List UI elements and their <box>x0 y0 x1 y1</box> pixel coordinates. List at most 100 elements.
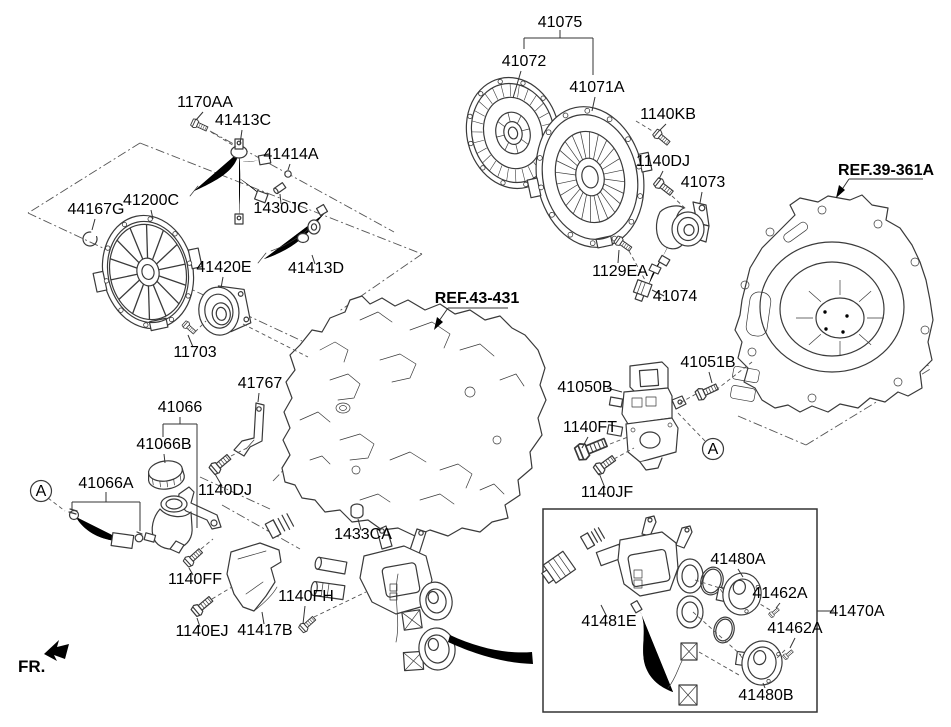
bolt-1140jf <box>591 452 618 477</box>
motor-connector-2 <box>402 650 425 672</box>
part-label-41200c: 41200C <box>123 192 179 209</box>
part-label-11703: 11703 <box>173 344 216 361</box>
part-label-1430jc: 1430JC <box>253 200 308 217</box>
clutch-tube <box>632 246 671 302</box>
reservoir-cap <box>147 460 185 490</box>
harness-connector-lower <box>678 684 698 706</box>
bolt-1140fh <box>297 614 318 635</box>
part-label-41481e: 41481E <box>581 613 636 630</box>
inset-bellows <box>579 527 605 550</box>
motor-41480a <box>715 572 762 616</box>
transaxle-case <box>281 295 547 537</box>
flywheel-bolt-ticks <box>796 280 884 356</box>
bolt-1140ff <box>181 546 205 569</box>
part-label-1140fh: 1140FH <box>278 588 334 605</box>
bolt-1140dj-2 <box>207 451 234 477</box>
part-label-41073: 41073 <box>681 174 726 191</box>
callout-a-right-label: A <box>708 441 719 458</box>
hose-clamp-2 <box>134 531 144 543</box>
part-label-1170aa: 1170AA <box>177 94 233 111</box>
callout-a-left: A <box>29 479 53 503</box>
release-cylinder <box>655 201 710 250</box>
inset-assembly <box>541 515 783 706</box>
label-leaders <box>71 30 923 689</box>
part-label-41072: 41072 <box>502 53 547 70</box>
part-label-1140kb: 1140KB <box>640 106 696 123</box>
part-labels: 41075 41072 41071A 1140KB 1140DJ 41073 R… <box>68 14 935 704</box>
clutch-cover-guard <box>226 542 282 612</box>
engine-bell-housing <box>730 194 934 413</box>
part-label-41417b: 41417B <box>237 622 292 639</box>
callout-a-left-label: A <box>36 483 47 500</box>
part-label-1140ff: 1140FF <box>168 571 222 588</box>
part-label-41470a: 41470A <box>829 603 884 620</box>
reservoir-tank <box>143 486 222 554</box>
part-label-41462a-2: 41462A <box>767 620 822 637</box>
part-label-1433ca: 1433CA <box>334 526 392 543</box>
part-label-41074: 41074 <box>653 288 698 305</box>
bolt-1140dj-1 <box>652 176 676 198</box>
hose-clamp <box>68 508 80 521</box>
part-label-1140ft: 1140FT <box>563 419 617 436</box>
gear-actuator-assembly <box>264 513 456 672</box>
part-label-1129ea: 1129EA <box>592 263 648 280</box>
front-direction-marker: FR. <box>18 640 69 676</box>
part-label-1140dj-2: 1140DJ <box>198 482 252 499</box>
select-cylinder <box>314 556 348 575</box>
callout-a-right: A <box>701 437 725 461</box>
motor-41480b <box>734 640 783 686</box>
part-label-41066a: 41066A <box>78 475 133 492</box>
dowel-plug <box>350 503 364 519</box>
front-direction-label: FR. <box>18 657 45 676</box>
front-direction-arrow-icon <box>44 640 69 661</box>
part-label-41050b: 41050B <box>557 379 612 396</box>
part-label-41066b: 41066B <box>136 436 191 453</box>
part-label-1140dj-1: 1140DJ <box>636 153 690 170</box>
shift-motor-lower <box>418 627 456 671</box>
bleed-connector <box>632 279 653 302</box>
shift-motor-upper <box>419 581 453 621</box>
part-label-41462a-1: 41462A <box>752 585 807 602</box>
release-bearing <box>198 285 252 336</box>
fork-pin <box>273 182 287 195</box>
harness-connector-upper <box>680 642 698 661</box>
part-label-1140ej: 1140EJ <box>175 623 228 640</box>
bolt-41051b <box>693 380 721 403</box>
dashed-leaders <box>47 120 786 676</box>
part-label-41066: 41066 <box>158 399 203 416</box>
bolt-11703 <box>181 319 198 336</box>
clutch-actuator <box>606 361 687 471</box>
release-fork-2 <box>257 203 329 264</box>
part-label-41420e: 41420E <box>196 259 251 276</box>
shift-cylinder <box>310 580 346 601</box>
pivot-ball <box>284 170 292 178</box>
ref-label-engine: REF.39-361A <box>838 162 934 179</box>
part-label-41413c: 41413C <box>215 112 271 129</box>
transaxle-detail <box>299 311 525 505</box>
o-ring-lower <box>713 616 735 644</box>
part-label-41767: 41767 <box>238 375 283 392</box>
bolt-1140ej <box>189 593 216 619</box>
part-label-41480a: 41480A <box>710 551 765 568</box>
snap-ring <box>82 231 98 247</box>
cable-connector <box>541 550 577 584</box>
bolt-1170aa <box>189 117 210 134</box>
clutch-cover <box>526 106 653 249</box>
part-label-41075: 41075 <box>538 14 583 31</box>
ref-label-transaxle: REF.43-431 <box>435 290 520 307</box>
detail-swoosh-arrow <box>448 635 533 664</box>
part-label-41480b: 41480B <box>738 687 793 704</box>
motor-connector <box>401 609 423 631</box>
clutch-cover-left <box>92 214 203 332</box>
bolt-1140ft <box>573 433 610 463</box>
push-rod-bellows <box>264 513 295 539</box>
part-label-41051b: 41051B <box>680 354 735 371</box>
part-label-44167g: 44167G <box>68 201 125 218</box>
bolt-1140kb <box>651 127 673 148</box>
part-label-41413d: 41413D <box>288 260 344 277</box>
part-label-41414a: 41414A <box>263 146 318 163</box>
reservoir-bracket <box>233 402 265 457</box>
o-ring-upper <box>700 566 724 596</box>
